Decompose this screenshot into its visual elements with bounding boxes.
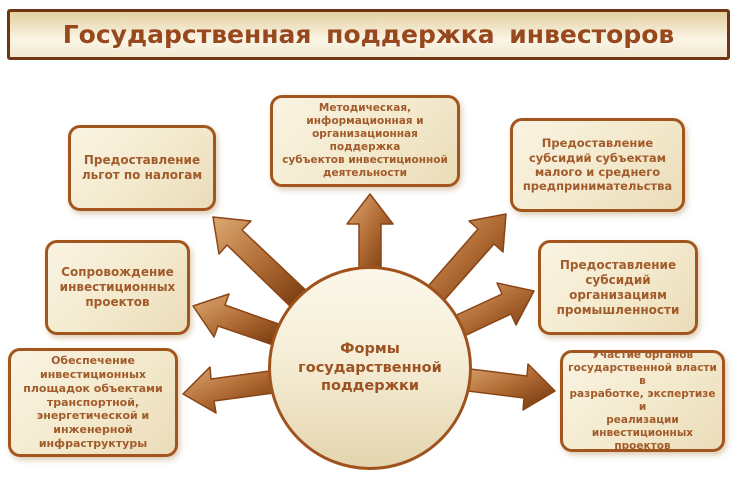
arrow-lower-left [182, 366, 282, 414]
node-industry-subsidies: Предоставление субсидий организациям про… [538, 240, 698, 335]
arrow-upper-left [212, 216, 313, 313]
arrow-upper-right [422, 213, 507, 307]
node-project-support: Сопровождение инвестиционных проектов [45, 240, 190, 335]
node-sme-subsidies: Предоставление субсидий субъектам малого… [510, 118, 685, 212]
node-methodical-support: Методическая, информационная и организац… [270, 95, 460, 187]
center-node-forms-of-state-support: Формы государственной поддержки [268, 266, 472, 470]
node-tax-benefits: Предоставление льгот по налогам [68, 125, 216, 211]
page-title: Государственная поддержка инвесторов [7, 9, 730, 60]
node-infrastructure: Обеспечение инвестиционных площадок объе… [8, 348, 178, 457]
arrow-up [346, 193, 394, 277]
node-authority-participation: Участие органов государственной власти в… [560, 349, 725, 452]
arrow-left [192, 293, 288, 348]
arrow-lower-right [459, 363, 556, 411]
arrow-right [447, 282, 535, 340]
